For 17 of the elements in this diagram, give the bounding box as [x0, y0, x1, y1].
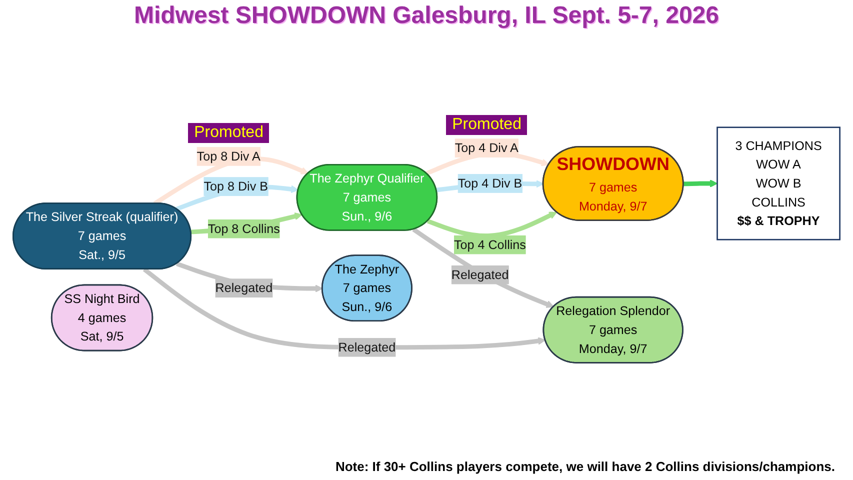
- arrow: [684, 180, 718, 188]
- edge-label: Top 8 Div A: [196, 148, 260, 164]
- edge-label: Top 4 Div B: [458, 176, 522, 190]
- edge-label: Top 8 Collins: [208, 221, 280, 236]
- arrow: [142, 267, 546, 350]
- promoted-banner: Promoted: [188, 122, 270, 143]
- node-box: 3 CHAMPIONS WOW A WOW B COLLINS $$ & TROPHY: [716, 126, 840, 240]
- promoted-banner: Promoted: [446, 114, 528, 135]
- title: Midwest SHOWDOWN Galesburg, IL Sept. 5-7, 2026: [134, 2, 719, 30]
- edge-label: Relegated: [451, 267, 509, 282]
- edge-label: Top 8 Div B: [204, 178, 268, 194]
- note-text: Note: If 30+ Collins players compete, we will have 2 Collins divisions/champions.: [335, 459, 835, 474]
- edge-label: Relegated: [338, 340, 396, 354]
- edge-label: Relegated: [215, 280, 273, 295]
- edge-label: Top 4 Collins: [454, 237, 526, 252]
- edge-label: Top 4 Div A: [454, 140, 518, 155]
- arrow: [412, 228, 554, 308]
